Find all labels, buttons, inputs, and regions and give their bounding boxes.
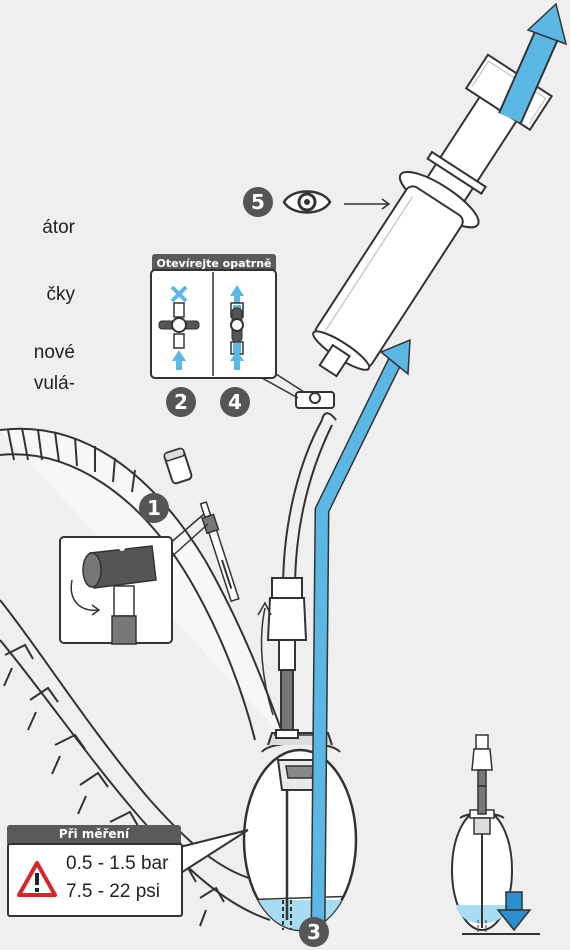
hose — [282, 412, 337, 591]
sealant-flow-arrow — [310, 338, 411, 933]
step-badge-5: 5 — [243, 187, 273, 217]
valve-tool-icon — [82, 545, 157, 645]
valve-closed-icon — [158, 285, 200, 370]
cut-text-line-4: vulá- — [33, 374, 75, 393]
pressure-psi: 7.5 - 22 psi — [66, 881, 160, 902]
step-badge-3: 3 — [299, 917, 329, 947]
valve-cap — [163, 447, 193, 485]
svg-text:4: 4 — [228, 390, 242, 414]
svg-text:2: 2 — [174, 390, 188, 414]
cut-text-line-1: átor — [42, 218, 75, 237]
cut-text-line-2: čky — [46, 285, 76, 304]
rotate-arrow-icon — [70, 579, 101, 616]
plunger-arrow — [498, 2, 568, 124]
syringe-valve — [295, 391, 335, 409]
warning-icon — [17, 861, 57, 897]
valve-panel-title: Otevírejte opatrně — [156, 257, 271, 270]
tire-cross-section — [242, 732, 358, 932]
eye-icon — [282, 190, 332, 214]
tool-callout — [59, 513, 209, 645]
svg-text:5: 5 — [251, 190, 265, 214]
cut-text-line-3: nové — [33, 343, 75, 362]
valve-panel: Otevírejte opatrně — [150, 254, 277, 379]
valve-open-icon — [230, 285, 244, 370]
valve-stem — [266, 577, 308, 930]
step-badge-2: 2 — [166, 387, 196, 417]
insert-arrow — [257, 601, 274, 716]
step-badge-1: 1 — [139, 493, 169, 523]
pressure-title: Při měření — [7, 825, 181, 844]
step-badge-4: 4 — [220, 387, 250, 417]
pressure-bar: 0.5 - 1.5 bar — [66, 853, 169, 874]
svg-text:1: 1 — [147, 496, 161, 520]
measure-diagram — [451, 734, 540, 935]
pressure-pointer — [175, 829, 249, 877]
svg-text:3: 3 — [307, 920, 321, 944]
pressure-box: 0.5 - 1.5 bar 7.5 - 22 psi — [7, 843, 183, 917]
observe-arrow — [344, 198, 391, 210]
valve-core — [199, 501, 240, 603]
measure-down-arrow — [496, 891, 532, 932]
